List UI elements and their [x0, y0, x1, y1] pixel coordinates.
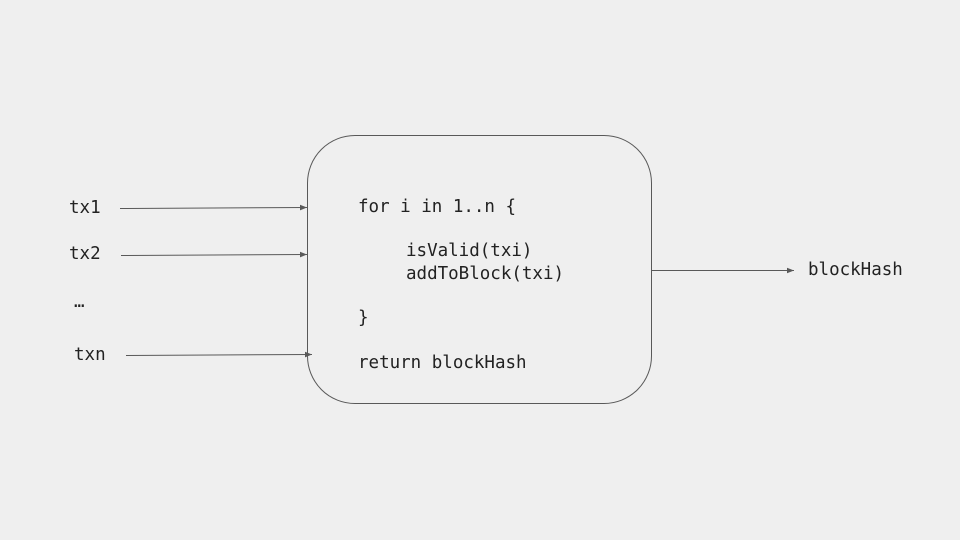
- input-label-ellipsis: …: [74, 292, 85, 312]
- code-line-isvalid: isValid(txi): [406, 241, 533, 261]
- arrow-txn: [125, 351, 313, 358]
- output-label-blockhash: blockHash: [808, 260, 903, 280]
- arrow-tx2: [120, 251, 308, 258]
- code-line-closing-brace: }: [358, 308, 369, 328]
- code-line-addtoblock: addToBlock(txi): [406, 264, 565, 284]
- process-box: [307, 135, 652, 404]
- arrow-tx1: [119, 204, 308, 211]
- input-label-tx1: tx1: [69, 198, 101, 218]
- input-label-tx2: tx2: [69, 244, 101, 264]
- code-line-for-loop: for i in 1..n {: [358, 197, 517, 217]
- code-line-return: return blockHash: [358, 353, 527, 373]
- input-label-txn: txn: [74, 345, 106, 365]
